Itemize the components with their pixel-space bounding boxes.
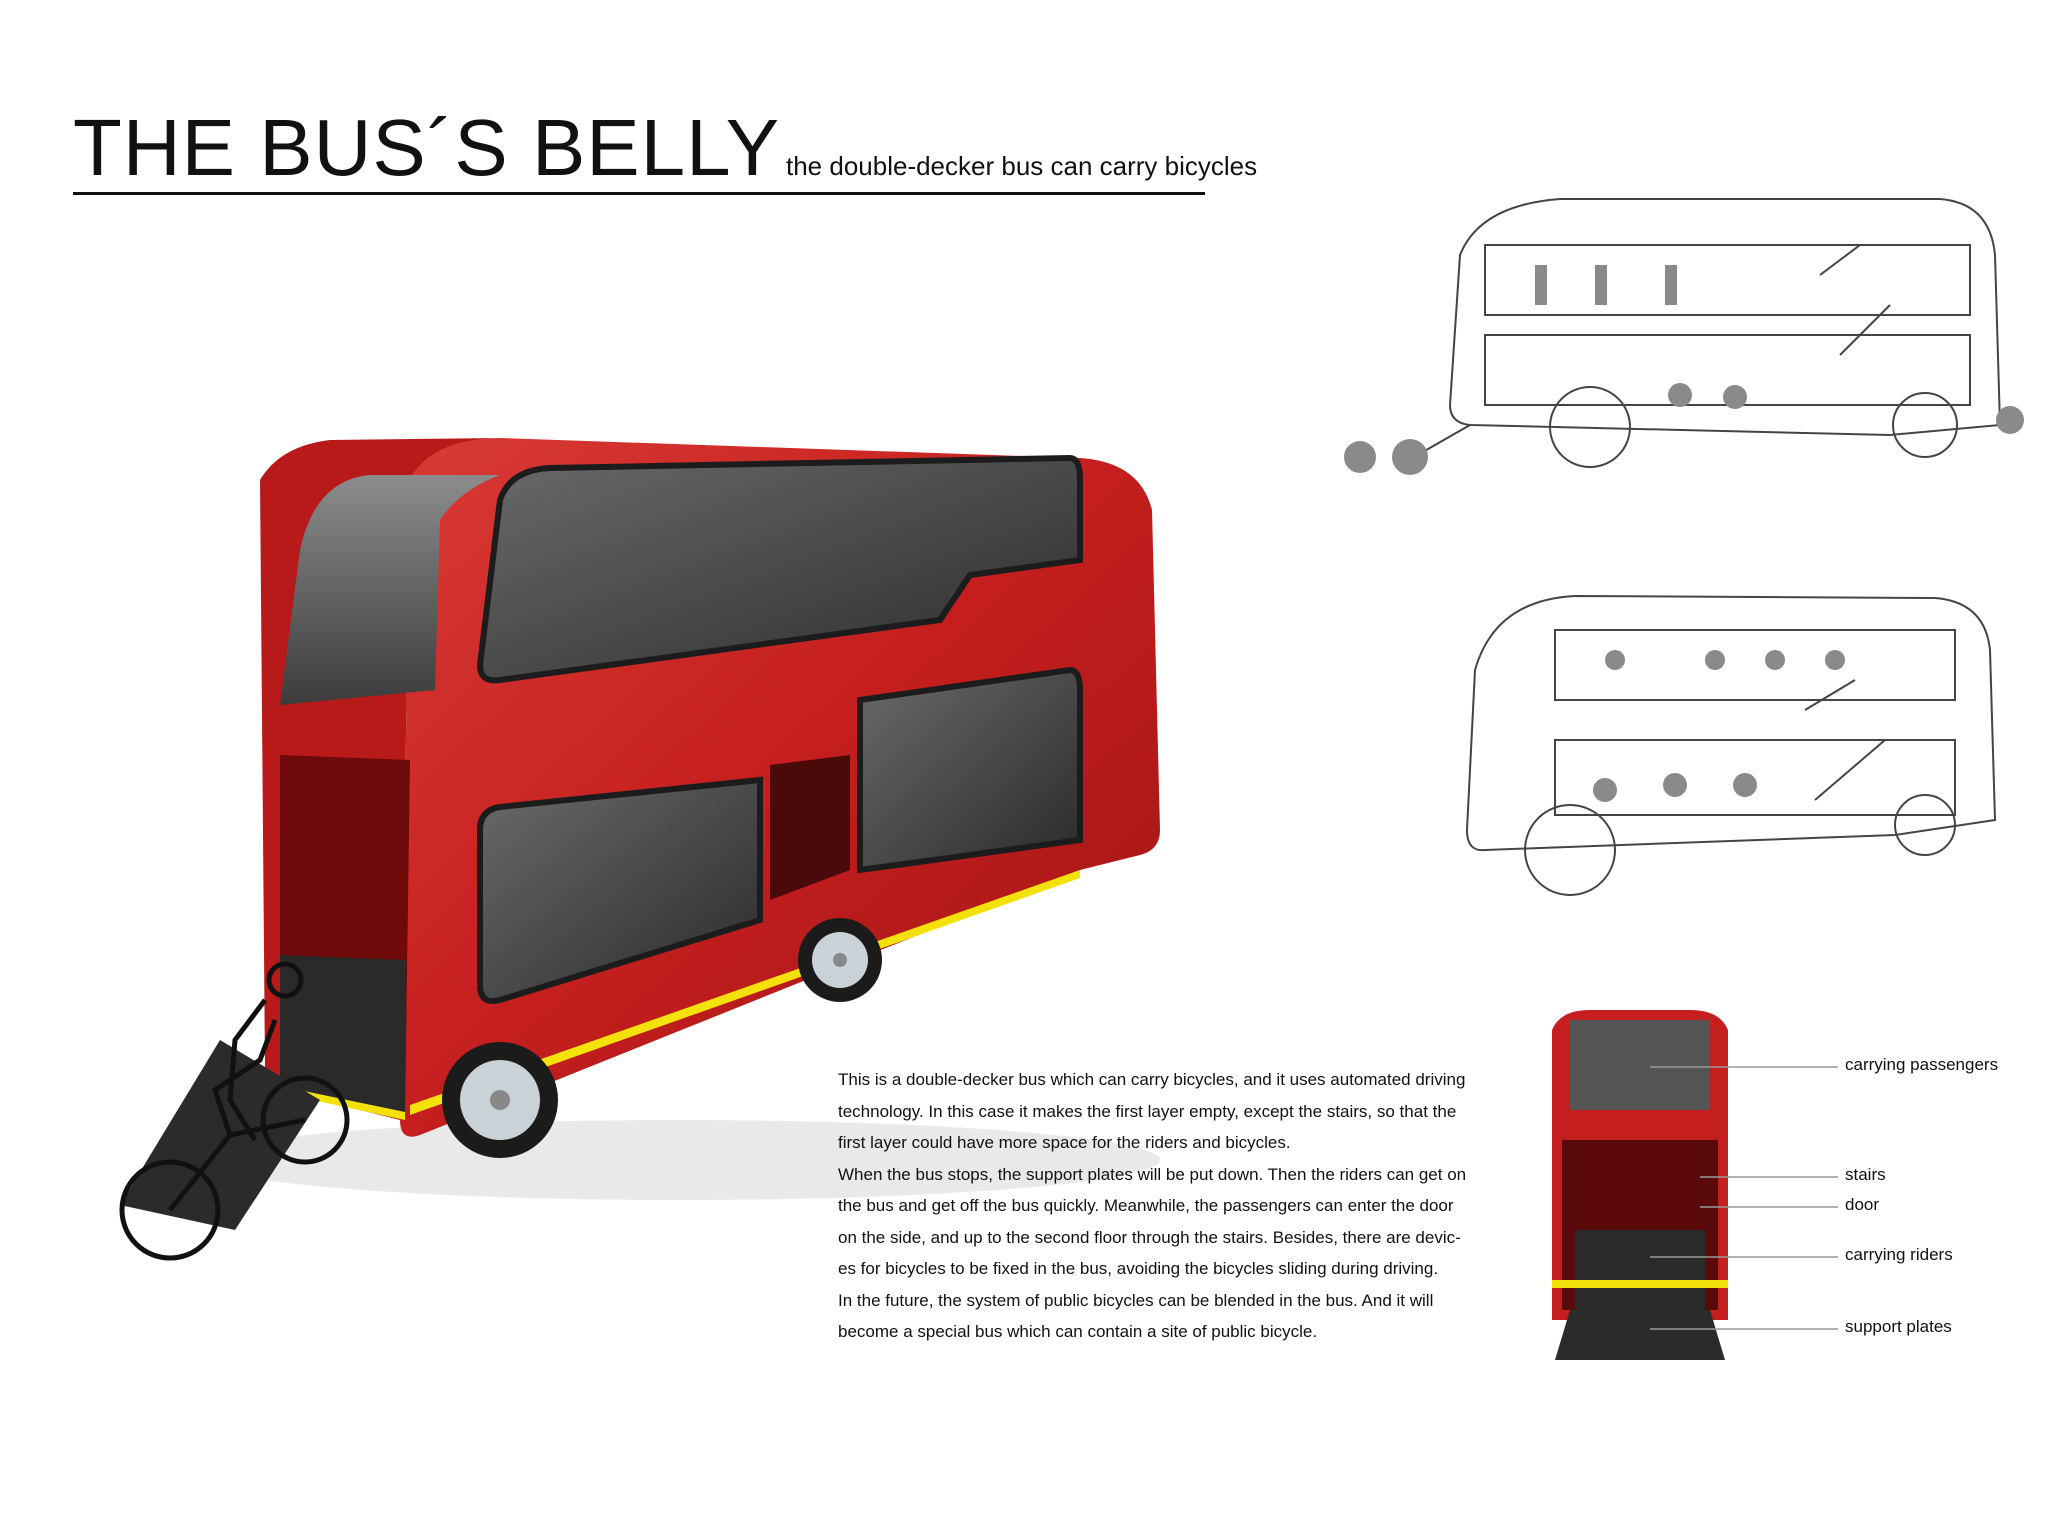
description-line: When the bus stops, the support plates w… (838, 1164, 1467, 1184)
front-support-ramp (120, 1040, 320, 1230)
bus-front-view (1552, 1010, 1728, 1360)
belly-floor (280, 955, 405, 1115)
description-line: technology. In this case it makes the fi… (838, 1101, 1457, 1121)
description-line: on the side, and up to the second floor … (838, 1227, 1461, 1247)
description-line: first layer could have more space for th… (838, 1133, 1291, 1152)
page-subtitle: the double-decker bus can carry bicycles (786, 151, 1258, 181)
description-line: In the future, the system of public bicy… (838, 1290, 1434, 1310)
riders-and-passengers (1344, 265, 2024, 475)
callout-support-plates: support plates (1845, 1317, 1952, 1336)
lower-deck-windows (477, 776, 763, 1004)
callout-carrying-passengers: carrying passengers (1845, 1055, 1999, 1074)
description-line: es for bicycles to be fixed in the bus, … (838, 1259, 1439, 1278)
upper-deck-windows (476, 454, 1083, 684)
cyclist-silhouette (119, 961, 350, 1261)
ground-shadow (200, 1120, 1160, 1200)
main-bus-rendering (119, 438, 1160, 1261)
front-windscreen (280, 475, 500, 705)
side-door (770, 755, 850, 900)
wireframe-bus-top (1344, 198, 2024, 475)
description-line: This is a double-decker bus which can ca… (838, 1070, 1466, 1089)
callout-stairs: stairs (1845, 1165, 1886, 1184)
description-text: This is a double-decker bus which can ca… (838, 1064, 1518, 1348)
callout-door: door (1845, 1195, 1880, 1214)
yellow-stripe-side (410, 870, 1080, 1115)
page-title: THE BUS´S BELLY (73, 103, 781, 192)
callout-carrying-riders: carrying riders (1845, 1245, 1953, 1264)
wireframe-bus-middle (1465, 594, 1997, 896)
description-line: the bus and get off the bus quickly. Mea… (838, 1196, 1454, 1215)
title-bar: THE BUS´S BELLY the double-decker bus ca… (73, 108, 1257, 195)
description-line: become a special bus which can contain a… (838, 1322, 1318, 1341)
callout-lines (1650, 1066, 1838, 1330)
lower-deck-windows-rear (857, 666, 1083, 874)
